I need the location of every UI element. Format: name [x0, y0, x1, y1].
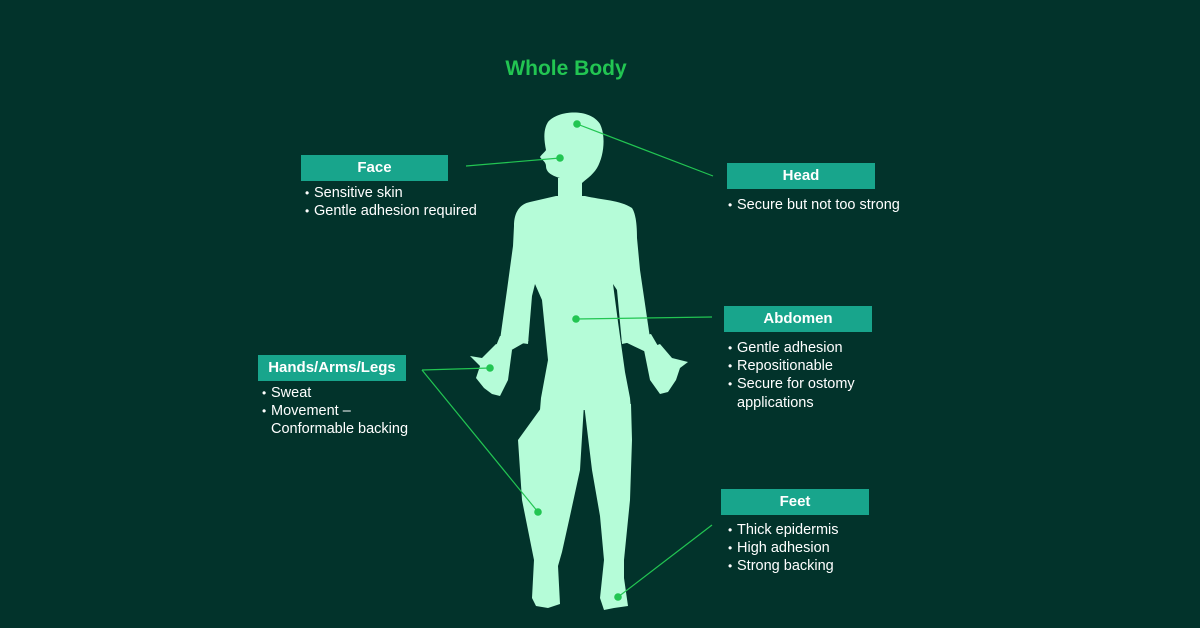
body-neck [558, 178, 582, 200]
head-leader-line [576, 123, 714, 177]
face-leader-line [465, 157, 561, 167]
location-markers [486, 120, 622, 601]
legs-leader-line [421, 369, 539, 513]
face-bullet: Sensitive skin [305, 184, 477, 202]
abdomen-marker [572, 315, 580, 323]
abdomen-label: Abdomen [724, 306, 872, 332]
abdomen-bullet: Gentle adhesion [728, 339, 878, 357]
diagram-title: Whole Body [505, 57, 627, 80]
leader-lines [421, 123, 714, 598]
face-marker [556, 154, 564, 162]
face-bullet: Gentle adhesion required [305, 202, 477, 220]
abdomen-bullets: Gentle adhesion Repositionable Secure fo… [728, 339, 878, 412]
limbs-bullet: Movement – Conformable backing [262, 402, 412, 438]
hands-marker [486, 364, 494, 372]
limbs-label: Hands/Arms/Legs [258, 355, 406, 381]
face-label: Face [301, 155, 448, 181]
feet-bullet: Strong backing [728, 557, 839, 575]
limbs-bullets: Sweat Movement – Conformable backing [262, 384, 412, 439]
body-torso [500, 196, 650, 410]
head-label: Head [727, 163, 875, 189]
head-marker [573, 120, 581, 128]
feet-bullet: Thick epidermis [728, 521, 839, 539]
limbs-bullet: Sweat [262, 384, 412, 402]
feet-bullet: High adhesion [728, 539, 839, 557]
body-right-forearm [621, 334, 658, 352]
abdomen-bullet: Secure for ostomy applications [728, 375, 878, 411]
human-body-silhouette [470, 112, 688, 610]
feet-label: Feet [721, 489, 869, 515]
head-bullets: Secure but not too strong [728, 196, 900, 214]
feet-leader-line [617, 524, 713, 598]
body-head [540, 112, 604, 192]
abdomen-leader-line [575, 316, 713, 320]
legs-marker [534, 508, 542, 516]
face-bullets: Sensitive skin Gentle adhesion required [305, 184, 477, 221]
body-right-leg [584, 404, 632, 610]
feet-marker [614, 593, 622, 601]
body-left-leg [518, 404, 584, 608]
body-right-hand [644, 344, 688, 394]
abdomen-bullet: Repositionable [728, 357, 878, 375]
hands-leader-line [421, 367, 491, 371]
feet-bullets: Thick epidermis High adhesion Strong bac… [728, 521, 839, 576]
head-bullet: Secure but not too strong [728, 196, 900, 214]
